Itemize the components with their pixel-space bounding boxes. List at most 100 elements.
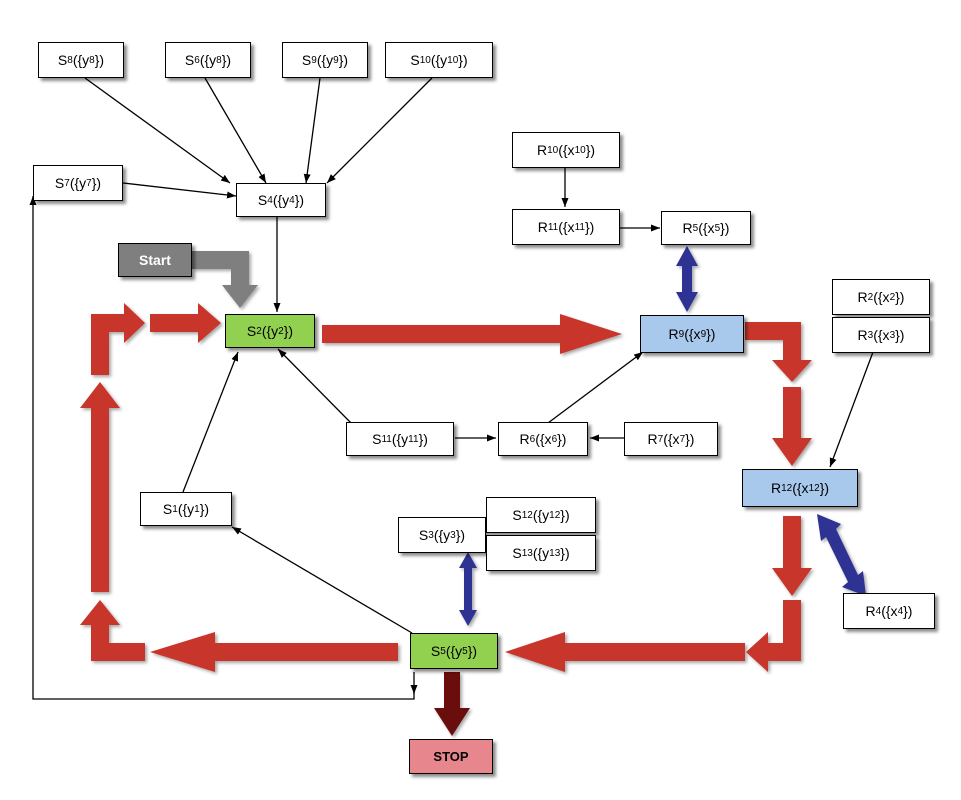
node-index: 4 — [875, 605, 882, 617]
node-index: 4 — [267, 194, 273, 206]
node-variable-index: 8 — [89, 54, 95, 66]
flow-arrow-r9-elbow — [745, 322, 812, 382]
node-letter: S — [410, 52, 420, 68]
node-letter: S — [162, 501, 173, 517]
stop-arrow — [434, 672, 470, 736]
arrow-r3-r12 — [829, 351, 874, 468]
node-variable-index: 3 — [450, 529, 456, 541]
node-index: 2 — [256, 325, 262, 337]
node-letter: R — [536, 142, 548, 158]
flow-arrow-elbow-r12 — [772, 387, 812, 466]
node-variable-index: 4 — [289, 194, 295, 206]
start-node[interactable]: Start — [118, 243, 192, 277]
node-variable: ({x — [558, 219, 575, 235]
node-close: }) — [557, 431, 567, 447]
node-variable: ({x — [881, 603, 898, 619]
arrow-s8-s4 — [84, 77, 231, 184]
flow-arrow-s2-r9 — [322, 314, 622, 354]
node-index: 6 — [529, 433, 536, 445]
node-variable-index: 5 — [714, 222, 721, 234]
node-letter: R — [682, 220, 693, 236]
arrow-r6-r9 — [547, 351, 644, 424]
node-variable-index: 9 — [700, 328, 707, 340]
node-variable-index: 1 — [194, 503, 200, 515]
bidirectional-arrow-s3-s5 — [459, 552, 477, 626]
node-variable: ({y — [72, 52, 90, 68]
node-letter: S — [257, 192, 268, 208]
node-variable: ({y — [445, 643, 463, 659]
node-close: }) — [455, 527, 466, 543]
node-index: 5 — [440, 645, 446, 657]
node-letter: R — [770, 480, 782, 496]
arrow-s6-s4 — [204, 77, 267, 184]
flow-arrow-elbow-top-left — [91, 303, 145, 375]
node-letter: R — [519, 431, 530, 447]
node-variable-index: 12 — [549, 509, 561, 521]
node-index: 3 — [867, 329, 874, 341]
node-variable: ({y — [199, 52, 217, 68]
node-variable: ({x — [698, 220, 715, 236]
node-letter: S — [246, 323, 257, 339]
node-close: }) — [706, 326, 716, 342]
node-variable: ({x — [792, 480, 809, 496]
node-letter: S — [184, 52, 195, 68]
node-index: 7 — [64, 177, 70, 189]
node-letter: S — [512, 507, 522, 523]
node-variable: ({y — [532, 545, 550, 561]
node-close: }) — [94, 52, 105, 68]
node-variable-index: 5 — [462, 645, 468, 657]
flow-arrow-to-s2 — [150, 303, 221, 343]
bidirectional-arrow-r12-r4 — [817, 514, 866, 596]
stop-node[interactable]: STOP — [409, 739, 493, 774]
node-close: }) — [221, 52, 232, 68]
node-letter: S — [372, 431, 382, 447]
node-variable-index: 2 — [278, 325, 284, 337]
node-letter: R — [647, 431, 658, 447]
node-letter: R — [865, 603, 876, 619]
node-variable: ({x — [558, 142, 575, 158]
node-index: 12 — [781, 482, 793, 494]
node-letter: S — [57, 52, 68, 68]
node-close: }) — [199, 501, 210, 517]
node-variable-index: 13 — [549, 547, 561, 559]
node-index: 10 — [419, 54, 431, 66]
node-variable-index: 8 — [216, 54, 222, 66]
node-close: }) — [338, 52, 349, 68]
node-letter: S — [301, 52, 312, 68]
arrow-s11-s2 — [277, 348, 353, 425]
node-letter: R — [857, 289, 868, 305]
node-letter: S — [430, 643, 441, 659]
node-variable-index: 11 — [408, 433, 419, 445]
node-index: 3 — [428, 529, 434, 541]
flow-arrow-r12-down — [772, 516, 812, 596]
node-index: 5 — [692, 222, 699, 234]
node-close: }) — [418, 431, 428, 447]
node-close: }) — [584, 219, 595, 235]
node-variable-index: 3 — [889, 329, 896, 341]
arrow-s7-s4 — [122, 182, 237, 199]
flow-arrow-elbow-bottom-left — [80, 600, 145, 661]
